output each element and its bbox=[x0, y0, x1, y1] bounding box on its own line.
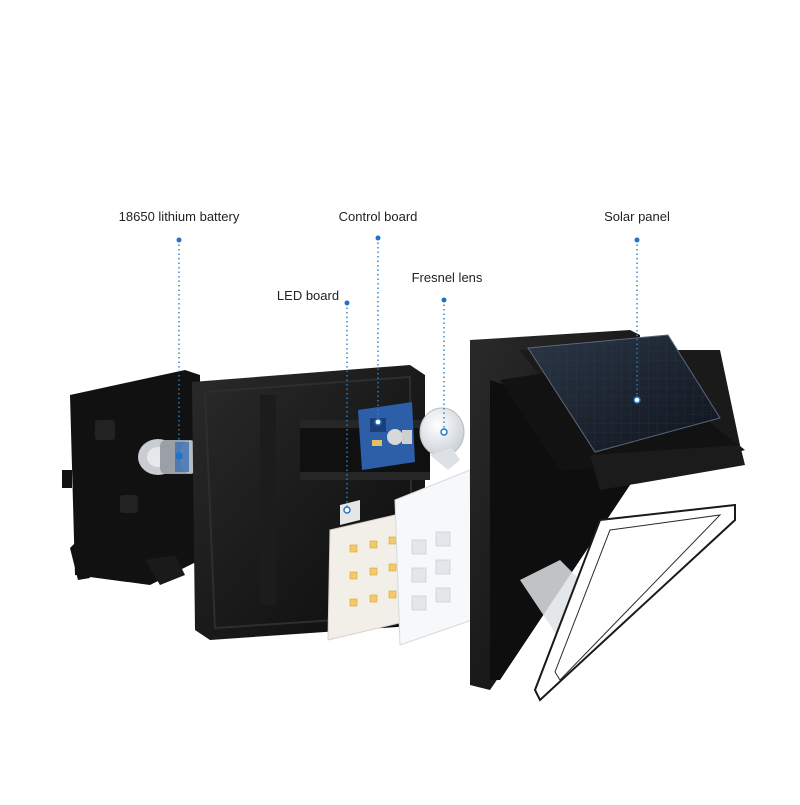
callout-battery bbox=[175, 237, 183, 460]
back-mounting-bracket bbox=[62, 370, 200, 585]
control-board bbox=[358, 402, 415, 470]
reflector-cover bbox=[394, 469, 473, 646]
battery-18650 bbox=[138, 439, 200, 475]
label-battery: 18650 lithium battery bbox=[118, 209, 240, 224]
callout-led-board bbox=[343, 300, 351, 514]
callout-solar-panel bbox=[633, 237, 641, 404]
front-diffuser bbox=[533, 445, 745, 702]
callout-fresnel-lens bbox=[440, 297, 448, 436]
label-fresnel-lens: Fresnel lens bbox=[411, 270, 483, 285]
solar-panel bbox=[527, 334, 721, 453]
callout-control-board bbox=[374, 235, 382, 426]
label-control-board: Control board bbox=[338, 209, 418, 224]
label-solar-panel: Solar panel bbox=[604, 209, 670, 224]
label-led-board: LED board bbox=[276, 288, 340, 303]
